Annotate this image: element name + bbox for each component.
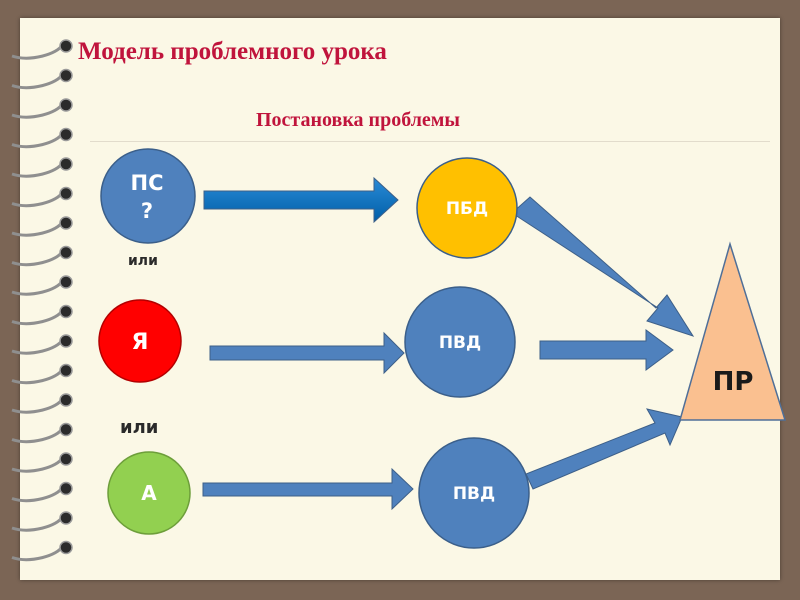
binding-hole (59, 186, 73, 201)
binding-hole (59, 98, 73, 112)
node-7 (679, 241, 787, 421)
binding-hole (59, 245, 73, 260)
node-3 (107, 451, 191, 535)
binding-hole (59, 275, 73, 289)
connector-word-1: или (128, 253, 158, 269)
binding-hole (59, 540, 73, 555)
binding-hole (59, 334, 73, 348)
page-title: Модель проблемного урока (78, 38, 387, 65)
binding-hole (59, 363, 73, 378)
node-5 (404, 286, 516, 398)
binding-hole (59, 216, 73, 230)
binding-hole (59, 481, 73, 496)
arrow-5 (511, 196, 695, 337)
node-1-label-line1: ПС (131, 171, 164, 195)
spiral-binding (11, 39, 73, 562)
divider-line (90, 141, 770, 142)
node-4-label: ПБД (446, 199, 488, 219)
arrow-1 (203, 176, 399, 224)
node-4 (416, 157, 518, 259)
binding-hole (59, 304, 73, 319)
node-2-label: Я (132, 330, 149, 355)
node-2 (98, 299, 182, 383)
binding-hole (59, 68, 73, 83)
binding-hole (59, 39, 73, 53)
node-5-label: ПВД (439, 333, 481, 353)
binding-hole (59, 393, 73, 407)
section-subtitle: Постановка проблемы (256, 109, 461, 131)
arrow-6 (525, 408, 683, 490)
binding-hole (59, 452, 73, 466)
node-6-label: ПВД (453, 484, 495, 504)
node-1 (100, 148, 196, 244)
node-3-label: А (141, 481, 157, 505)
arrow-2 (209, 331, 405, 375)
arrow-4 (539, 329, 674, 371)
node-1-label-line2: ? (141, 199, 153, 223)
arrow-3 (202, 467, 414, 511)
node-7-label: ПР (713, 367, 754, 397)
binding-hole (59, 511, 73, 525)
node-6 (418, 437, 530, 549)
binding-hole (59, 157, 73, 171)
binding-hole (59, 422, 73, 437)
binding-hole (59, 127, 73, 142)
connector-word-2: или (120, 417, 159, 438)
